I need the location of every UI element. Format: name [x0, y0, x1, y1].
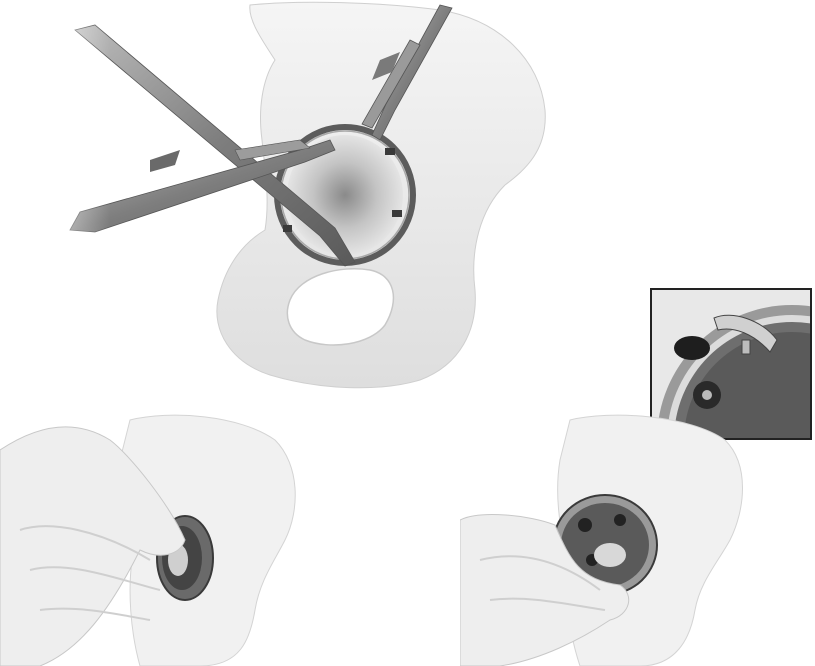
- inset-hole-1: [674, 336, 710, 360]
- hand-pressing-cup-drawing: [0, 410, 320, 666]
- bottom-right-illustration: [460, 410, 815, 666]
- hand-seating-cup-drawing: [460, 410, 815, 666]
- bottom-left-illustration: [0, 410, 320, 666]
